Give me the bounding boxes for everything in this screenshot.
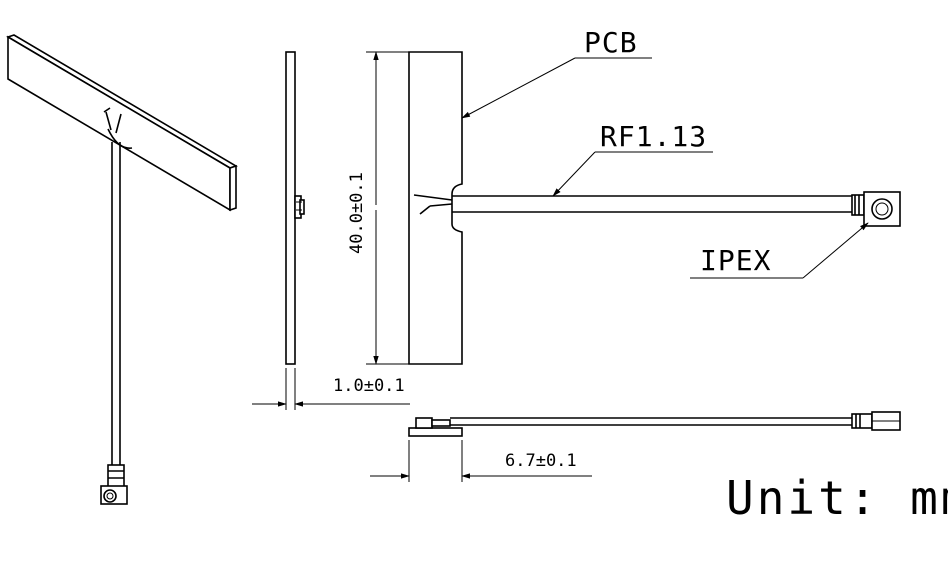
- thickness-label: 1.0±0.1: [333, 376, 405, 396]
- side-view: [285, 51, 305, 365]
- unit-note: Unit: mm: [726, 471, 948, 525]
- bottom-view: [408, 411, 901, 437]
- front-view: [408, 51, 901, 365]
- width-dimension: [370, 440, 592, 482]
- height-label: 40.0±0.1: [347, 172, 367, 254]
- ipex-label: IPEX: [700, 244, 771, 277]
- ipex-leader: [690, 222, 869, 279]
- thickness-dimension: [252, 368, 410, 410]
- isometric-view: [6, 34, 238, 505]
- pcb-leader: [461, 57, 652, 119]
- height-dimension: [366, 51, 409, 365]
- width-label: 6.7±0.1: [505, 451, 577, 471]
- rf-leader: [552, 151, 713, 197]
- rf-label: RF1.13: [600, 120, 707, 153]
- pcb-label: PCB: [584, 26, 638, 59]
